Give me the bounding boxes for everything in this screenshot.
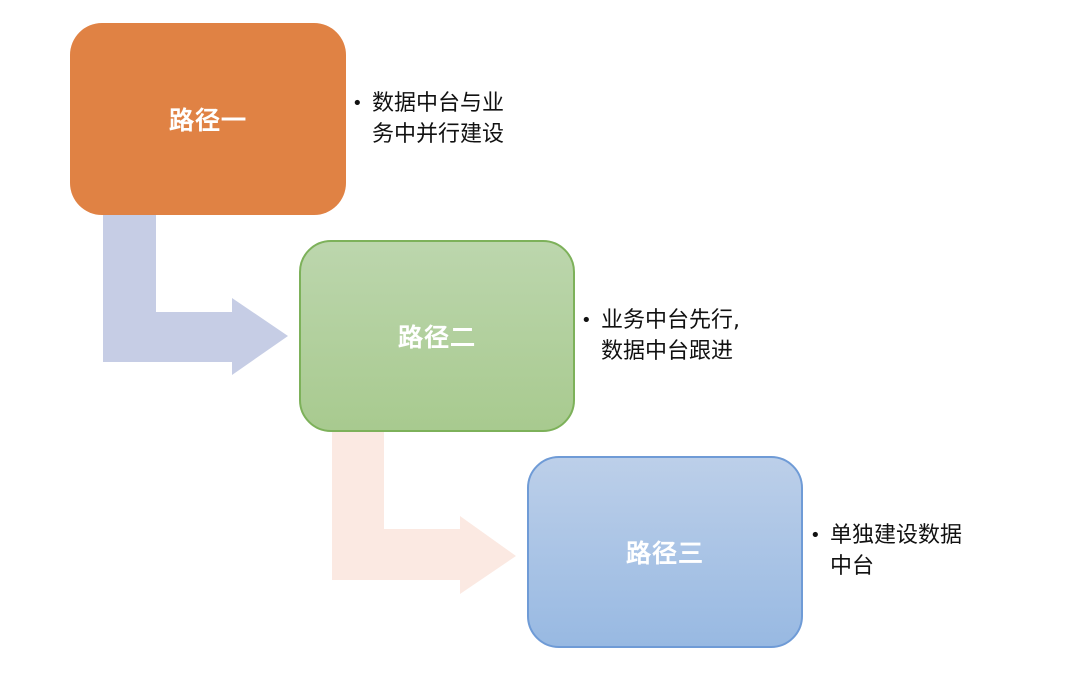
step-note-1: • 数据中台与业 务中并行建设 bbox=[352, 88, 504, 150]
step-note-3-line-1: 单独建设数据 bbox=[830, 523, 963, 548]
bullet-icon: • bbox=[581, 310, 592, 331]
connector-arrow-1-to-2 bbox=[103, 215, 288, 375]
step-note-2: • 业务中台先行, 数据中台跟进 bbox=[581, 305, 740, 367]
step-note-2-line-2: 数据中台跟进 bbox=[601, 339, 734, 364]
step-label-3: 路径三 bbox=[625, 539, 704, 568]
step-box-1: 路径一 bbox=[70, 23, 346, 215]
step-note-1-line-2: 务中并行建设 bbox=[372, 122, 505, 147]
step-note-2-line-1: 业务中台先行, bbox=[601, 308, 740, 333]
step-note-3-line-2: 中台 bbox=[830, 554, 875, 579]
step-note-1-line-1: 数据中台与业 bbox=[372, 91, 505, 116]
bullet-icon: • bbox=[352, 93, 363, 114]
bullet-icon: • bbox=[810, 525, 821, 546]
step-note-3: • 单独建设数据 中台 bbox=[810, 520, 962, 582]
step-box-3: 路径三 bbox=[527, 456, 803, 648]
step-box-2: 路径二 bbox=[299, 240, 575, 432]
step-label-1: 路径一 bbox=[168, 106, 247, 135]
step-label-2: 路径二 bbox=[397, 323, 476, 352]
connector-arrow-2-to-3 bbox=[332, 432, 516, 594]
